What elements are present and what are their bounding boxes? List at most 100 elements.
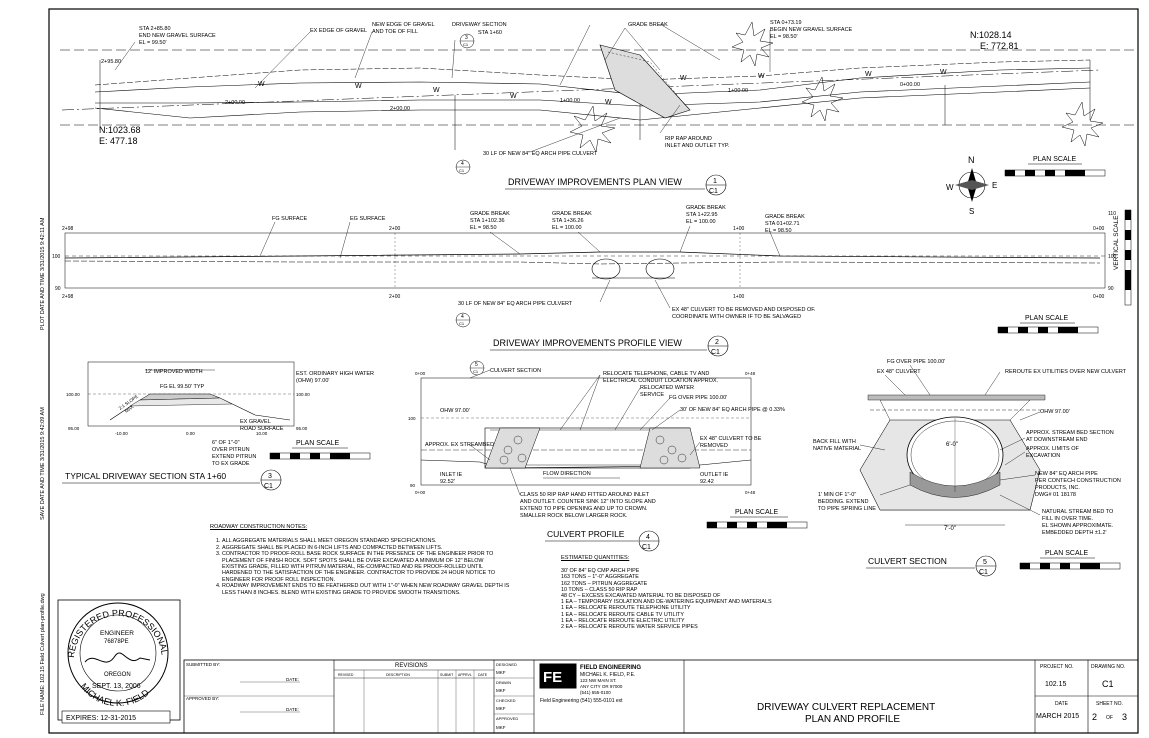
svg-text:W: W: [865, 71, 872, 78]
plan-sta-100b: 1+00.00: [728, 88, 748, 94]
plan-scale-3: PLAN SCALE: [269, 440, 371, 460]
svg-text:NEW 84" EQ ARCH PIPE: NEW 84" EQ ARCH PIPE: [1035, 471, 1098, 477]
svg-text:EX 48" CULVERT TO BE: EX 48" CULVERT TO BE: [700, 436, 762, 442]
plan-sta-begin: STA 0+73.19: [770, 20, 802, 26]
svg-text:DATE:: DATE:: [286, 707, 299, 712]
firm-name: FIELD ENGINEERING: [580, 665, 641, 671]
typ-ohw: EST. ORDINARY HIGH WATER: [296, 371, 374, 377]
cp-flow: FLOW DIRECTION: [543, 471, 591, 477]
plan-inlet-outlet: INLET AND OUTLET TYP.: [665, 143, 730, 149]
cs-detail-no: 5: [983, 559, 987, 566]
cs-ex48: EX 48" CULVERT: [877, 369, 921, 375]
svg-text:SMALLER ROCK BELOW LARGER ROCK: SMALLER ROCK BELOW LARGER ROCK.: [520, 513, 628, 519]
svg-text:PER CONTECH CONSTRUCTION: PER CONTECH CONSTRUCTION: [1035, 478, 1121, 484]
svg-text:4: 4: [461, 161, 464, 167]
svg-text:PLAN SCALE: PLAN SCALE: [296, 440, 340, 447]
quantity-item: 163 TONS – 1"-0" AGGREGATE: [561, 574, 639, 581]
svg-text:APPROX. STREAM BED SECTION: APPROX. STREAM BED SECTION: [1026, 430, 1114, 436]
svg-text:W: W: [258, 81, 265, 88]
quantity-item: 162 TONS – PITRUN AGGREGATE: [561, 580, 648, 587]
plan-sta-100: 1+00.00: [560, 98, 580, 104]
north-arrow: N S E W: [946, 155, 997, 216]
svg-text:AT DOWNSTREAM END: AT DOWNSTREAM END: [1026, 437, 1088, 443]
svg-text:C1: C1: [473, 369, 479, 374]
svg-text:0+00: 0+00: [415, 490, 426, 495]
svg-text:AND OUTLET. COUNTER SINK 12" I: AND OUTLET. COUNTER SINK 12" INTO SLOPE …: [520, 499, 656, 505]
svg-text:RELOCATED WATER: RELOCATED WATER: [640, 385, 694, 391]
svg-text:ELECTRICAL CONDUIT LOCATION AP: ELECTRICAL CONDUIT LOCATION APPROX.: [603, 378, 719, 384]
svg-text:OF: OF: [1106, 715, 1113, 721]
svg-text:W: W: [355, 83, 362, 90]
svg-text:100: 100: [1108, 254, 1117, 260]
svg-text:W: W: [510, 93, 517, 100]
svg-text:92.42: 92.42: [700, 479, 714, 485]
cs-height: 6'-0": [946, 442, 958, 448]
svg-text:0+00: 0+00: [415, 371, 426, 376]
cp-fg-over: FG OVER PIPE 100.00': [669, 395, 727, 401]
tb-title-line1: DRIVEWAY CULVERT REPLACEMENT: [757, 702, 935, 713]
stamp-expires: EXPIRES: 12-31-2015: [66, 715, 136, 722]
svg-text:ROAD SURFACE: ROAD SURFACE: [240, 426, 284, 432]
svg-text:APPRVL: APPRVL: [458, 673, 472, 677]
firm-footer: Field Engineering (541) 555-0101 ext: [540, 698, 623, 704]
coord-sw-n: N:1023.68: [99, 125, 141, 135]
svg-text:SUBMIT: SUBMIT: [440, 673, 454, 677]
svg-text:TO PIPE SPRING LINE: TO PIPE SPRING LINE: [818, 506, 876, 512]
svg-text:PRODUCTS, INC.: PRODUCTS, INC.: [1035, 485, 1080, 491]
plan-begin-surface: BEGIN NEW GRAVEL SURFACE: [770, 27, 853, 33]
vertical-scale: VERTICAL SCALE: [1113, 209, 1132, 306]
svg-text:FILL IN OVER TIME.: FILL IN OVER TIME.: [1042, 516, 1094, 522]
svg-text:C1: C1: [459, 168, 465, 173]
svg-text:123 NW MAIN ST.: 123 NW MAIN ST.: [580, 678, 617, 683]
svg-text:95.00: 95.00: [296, 426, 308, 431]
quantity-item: 1 EA – RELOCATE REROUTE TELEPHONE UTILIT…: [561, 605, 691, 612]
quantity-item: 1 EA – RELOCATE REROUTE ELECTRIC UTILITY: [561, 617, 685, 624]
cp-title: CULVERT PROFILE: [547, 529, 625, 539]
cp-detail-no: 4: [646, 534, 650, 541]
quantity-item: 2 EA – RELOCATE REROUTE WATER SERVICE PI…: [561, 624, 698, 631]
svg-text:W: W: [940, 69, 947, 76]
svg-text:DRAWING NO.: DRAWING NO.: [1091, 664, 1125, 670]
svg-text:EXTEND TO PIPE OPENING AND UP: EXTEND TO PIPE OPENING AND UP TO CROWN.: [520, 506, 648, 512]
plan-rip-rap: RIP RAP AROUND: [665, 136, 712, 142]
save-date-text: SAVE DATE AND TIME 3/31/2015 9:42:09 AM: [40, 407, 46, 520]
svg-text:GRADE BREAK: GRADE BREAK: [470, 211, 510, 217]
svg-text:STA 1+36.26: STA 1+36.26: [552, 218, 584, 224]
svg-text:BEDDING. EXTEND: BEDDING. EXTEND: [818, 499, 868, 505]
svg-text:1' MIN OF 1"-0": 1' MIN OF 1"-0": [818, 492, 856, 498]
svg-text:MKF: MKF: [496, 670, 506, 675]
svg-text:DESIGNED: DESIGNED: [496, 662, 517, 667]
culvert-section: FG OVER PIPE 100.00' EX 48" CULVERT RERO…: [813, 359, 1127, 577]
svg-text:5: 5: [475, 362, 478, 368]
typ-title: TYPICAL DRIVEWAY SECTION STA 1+60: [65, 471, 226, 481]
east-label: E: [992, 181, 997, 190]
svg-text:0+00: 0+00: [1093, 226, 1104, 232]
svg-text:NATIVE MATERIAL: NATIVE MATERIAL: [813, 446, 861, 452]
note-item: CONTRACTOR TO PROOF-ROLL BASE ROCK SURFA…: [222, 551, 510, 583]
profile-remove-note: EX 48" CULVERT TO BE REMOVED AND DISPOSE…: [672, 307, 816, 313]
svg-text:2+98: 2+98: [62, 294, 73, 300]
tb-revisions: REVISIONS: [395, 663, 428, 669]
quantity-item: 1 EA – TEMPORARY ISOLATION AND DE-WATERI…: [561, 599, 772, 606]
svg-text:PLAN SCALE: PLAN SCALE: [1033, 156, 1077, 163]
svg-text:CLASS 50 RIP RAP HAND FITTED A: CLASS 50 RIP RAP HAND FITTED AROUND INLE…: [520, 492, 650, 498]
cs-fg-over: FG OVER PIPE 100.00': [887, 359, 945, 365]
profile-sheet-ref: C1: [711, 349, 720, 356]
svg-text:EL = 98.50: EL = 98.50: [765, 228, 792, 234]
svg-text:EL SHOWN APPROXIMATE.: EL SHOWN APPROXIMATE.: [1042, 523, 1114, 529]
plan-scale-4: PLAN SCALE: [706, 509, 808, 529]
plan-sheet-ref: C1: [709, 188, 718, 195]
svg-text:NATURAL STREAM BED TO: NATURAL STREAM BED TO: [1042, 509, 1114, 515]
profile-culvert-note: 30 LF OF NEW 84" EQ ARCH PIPE CULVERT: [458, 301, 573, 307]
svg-text:1+00: 1+00: [733, 226, 744, 232]
svg-text:6" OF 1"-0": 6" OF 1"-0": [212, 440, 240, 446]
svg-text:DESCRIPTION: DESCRIPTION: [386, 673, 410, 677]
cp-culvert-section: CULVERT SECTION: [490, 368, 541, 374]
svg-text:BACK FILL WITH: BACK FILL WITH: [813, 439, 856, 445]
west-label: W: [946, 183, 954, 192]
firm-sub: MICHAEL K. FIELD, P.E.: [580, 672, 635, 678]
typ-fg-el: FG EL 99.50' TYP: [160, 384, 204, 390]
svg-text:(541) 555-0100: (541) 555-0100: [580, 690, 611, 695]
svg-text:92.52': 92.52': [440, 479, 455, 485]
